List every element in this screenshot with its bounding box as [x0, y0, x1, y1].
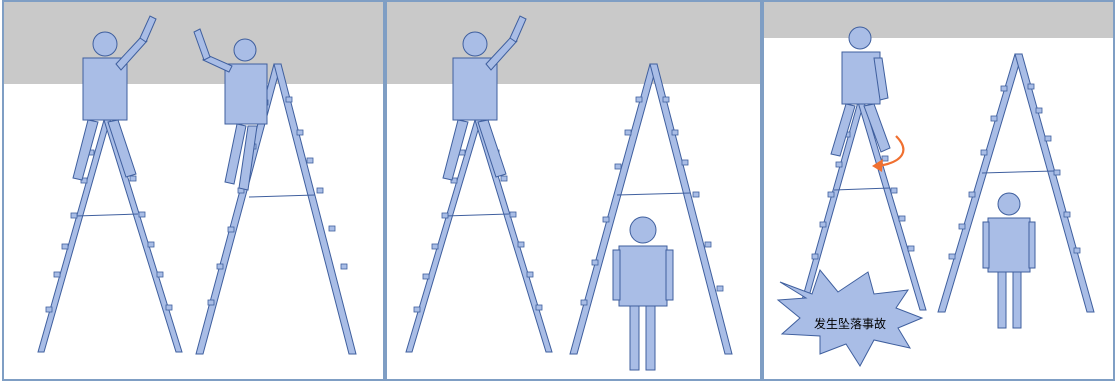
- panel-3: .lf { fill:#a9bde6; stroke:#3f5f9e; stro…: [762, 0, 1115, 381]
- ladder: [38, 120, 182, 352]
- worker-figure: [831, 27, 890, 156]
- worker-figure: [194, 29, 267, 190]
- accident-label: 发生坠落事故: [814, 315, 886, 332]
- ladder: [406, 120, 552, 352]
- person-under-ladder: [613, 217, 673, 370]
- person-under-ladder: [983, 193, 1035, 328]
- panel-1-drawing: .lf { fill:#a9bde6; stroke:#3f5f9e; stro…: [4, 2, 387, 383]
- panel-1: .lf { fill:#a9bde6; stroke:#3f5f9e; stro…: [2, 0, 385, 381]
- panel-2: .lf { fill:#a9bde6; stroke:#3f5f9e; stro…: [385, 0, 762, 381]
- worker-figure: [443, 16, 526, 180]
- ladder: [196, 64, 356, 354]
